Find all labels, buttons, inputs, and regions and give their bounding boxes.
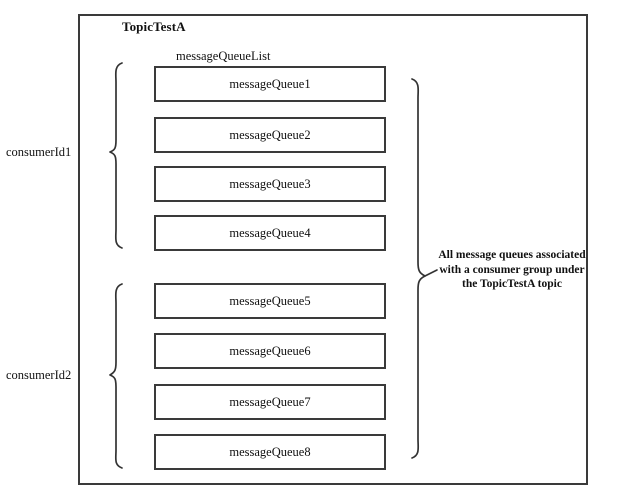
queue-box-label: messageQueue4 [229,225,311,240]
queue-box-label: messageQueue8 [229,444,311,459]
topic-title: TopicTestA [122,19,186,34]
topic-frame [78,14,588,485]
queue-box-7[interactable]: messageQueue7 [154,384,386,420]
message-queue-list-label: messageQueueList [176,49,271,63]
queue-box-1[interactable]: messageQueue1 [154,66,386,102]
consumer-label-consumerid2: consumerId2 [6,368,72,382]
queue-box-5[interactable]: messageQueue5 [154,283,386,319]
queue-box-3[interactable]: messageQueue3 [154,166,386,202]
queue-box-label: messageQueue1 [229,76,311,91]
right-annotation-text: All message queues associated with a con… [438,249,586,291]
queue-box-8[interactable]: messageQueue8 [154,434,386,470]
queue-box-label: messageQueue5 [229,293,311,308]
queue-box-label: messageQueue6 [229,343,311,358]
queue-box-2[interactable]: messageQueue2 [154,117,386,153]
queue-box-label: messageQueue3 [229,176,311,191]
consumer-label-consumerid1: consumerId1 [6,145,72,159]
queue-box-6[interactable]: messageQueue6 [154,333,386,369]
queue-box-label: messageQueue7 [229,394,311,409]
queue-box-label: messageQueue2 [229,127,311,142]
queue-box-4[interactable]: messageQueue4 [154,215,386,251]
